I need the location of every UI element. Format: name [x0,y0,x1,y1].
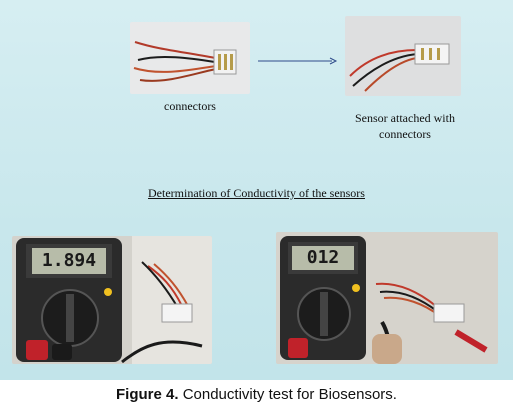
figure-panel: connectors Sensor attached with connecto… [0,0,513,380]
sensor-attached-photo [345,16,461,96]
figure-caption: Figure 4. Conductivity test for Biosenso… [0,386,513,403]
multimeter-photo-left: 1.894 [12,236,212,364]
sensor-attached-caption-line1: Sensor attached with [355,111,455,125]
sensor-attached-caption: Sensor attached with connectors [340,110,470,142]
figure-text: Conductivity test for Biosensors. [178,386,397,403]
section-heading: Determination of Conductivity of the sen… [148,186,365,200]
lcd-reading-left: 1.894 [41,250,97,271]
lcd-reading-right: 012 [306,247,340,268]
figure-label: Figure 4. [116,386,179,403]
multimeter-photo-right: 012 [276,232,498,364]
connectors-photo [130,22,250,94]
right-arrow-icon [258,54,338,72]
connectors-caption: connectors [164,99,216,113]
sensor-attached-caption-line2: connectors [379,127,431,141]
